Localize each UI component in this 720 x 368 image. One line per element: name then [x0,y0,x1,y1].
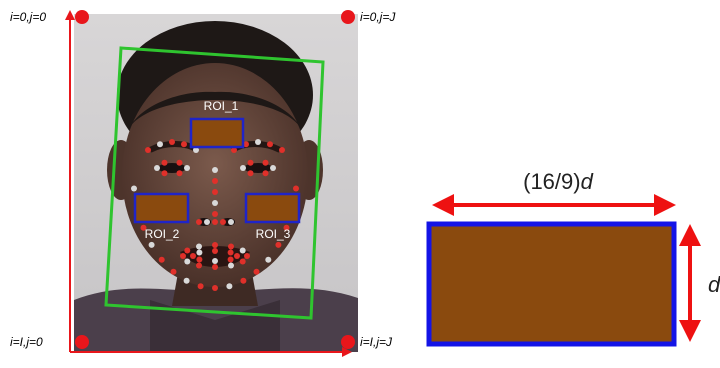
corner-dot-top-right [341,10,355,24]
landmark-dot [161,170,168,177]
landmark-dot [240,165,246,171]
landmark-dot [270,165,276,171]
width-label: (16/9)d [523,169,593,194]
landmark-dot [180,253,186,259]
landmark-dot [212,219,218,225]
landmark-dot [244,253,250,259]
landmark-dot [196,243,202,250]
landmark-dot [228,219,234,225]
corner-dot-bottom-right [341,335,355,349]
landmark-dot [234,253,240,259]
landmark-dot [145,147,151,153]
landmark-dot [212,264,218,270]
landmark-dot [220,219,226,225]
landmark-dot [228,243,234,250]
landmark-dot [255,139,261,145]
landmark-dot [140,224,147,231]
roi-2-label: ROI_2 [145,227,180,241]
landmark-dot [148,241,155,248]
corner-label-top-left: i=0,j=0 [10,10,46,24]
landmark-dot [184,247,191,254]
landmark-dot [157,141,163,148]
height-label: d [708,272,720,297]
landmark-dot [154,165,160,171]
landmark-dot [275,241,282,248]
landmark-dot [227,256,234,263]
roi-3-label: ROI_3 [256,227,291,241]
landmark-dot [240,277,247,284]
landmark-dot [253,268,260,275]
roi-3-box [244,192,301,224]
landmark-dot [247,170,254,177]
face-photo [74,14,358,352]
landmark-dot [212,189,218,195]
landmark-dot [193,147,199,153]
landmark-dot [227,249,234,256]
landmark-dot [231,147,237,153]
landmark-dot [279,147,285,153]
landmark-dot [239,247,246,254]
landmark-dot [197,283,204,290]
corner-label-bottom-left: i=I,j=0 [10,335,43,349]
landmark-dot [293,185,299,192]
landmark-dot [184,258,191,265]
landmark-dot [226,283,233,290]
landmark-dot [184,165,190,171]
landmark-dot [181,141,187,148]
landmark-dot [262,170,269,177]
corner-label-top-right: i=0,j=J [360,10,396,24]
landmark-dot [212,178,218,184]
landmark-dot [176,170,183,177]
corner-dot-bottom-left [75,335,89,349]
face-bounding-box [104,46,325,320]
landmark-dot [183,277,190,284]
facial-landmarks [131,139,299,291]
landmark-dot [170,268,177,275]
landmark-dot [169,139,175,145]
ratio-box [426,221,677,347]
landmark-dot [228,262,234,269]
roi-2-box [133,192,190,224]
landmark-dot [196,219,202,225]
landmark-dot [196,262,202,269]
landmark-dot [131,185,137,192]
landmark-dot [212,248,218,254]
landmark-dot [190,253,196,259]
landmark-dot [212,167,218,173]
landmark-dot [262,159,269,166]
landmark-dot [161,159,168,166]
landmark-dot [176,159,183,166]
landmark-dot [247,159,254,166]
landmark-dot [212,258,218,264]
landmark-dot [267,141,273,148]
landmark-dot [212,242,218,248]
landmark-dot [239,258,246,265]
roi-1-label: ROI_1 [204,99,239,113]
corner-label-bottom-right: i=I,j=J [360,335,393,349]
landmark-dot [204,219,210,225]
landmark-dot [212,211,218,217]
landmark-dot [283,224,290,231]
landmark-dot [243,141,249,148]
landmark-dot [212,200,218,206]
landmark-dot [212,285,218,291]
corner-dot-top-left [75,10,89,24]
roi-1-box [189,117,245,149]
landmark-dot [196,256,203,263]
landmark-dot [265,256,272,263]
landmark-dot [158,256,165,263]
landmark-dot [196,249,203,256]
